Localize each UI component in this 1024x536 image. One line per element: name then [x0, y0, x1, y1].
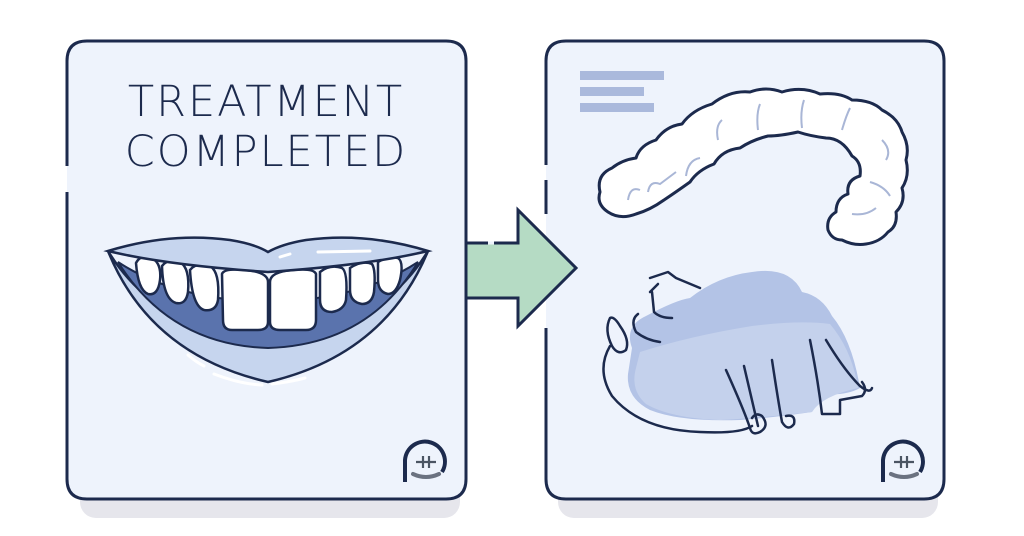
right-panel [544, 39, 946, 518]
arrow-right-icon [464, 206, 579, 330]
brand-logo-icon [881, 439, 925, 482]
smiling-mouth-icon [103, 236, 433, 387]
title-line-1: TREATMENT [128, 77, 404, 127]
text-placeholder-bars [580, 71, 664, 112]
brand-logo-icon [403, 439, 447, 482]
retainer-icon [602, 270, 874, 435]
left-panel: TREATMENT COMPLETED [65, 39, 468, 518]
clear-aligner-icon [597, 87, 909, 246]
title-line-2: COMPLETED [125, 127, 408, 177]
right-panel-border [544, 39, 946, 501]
